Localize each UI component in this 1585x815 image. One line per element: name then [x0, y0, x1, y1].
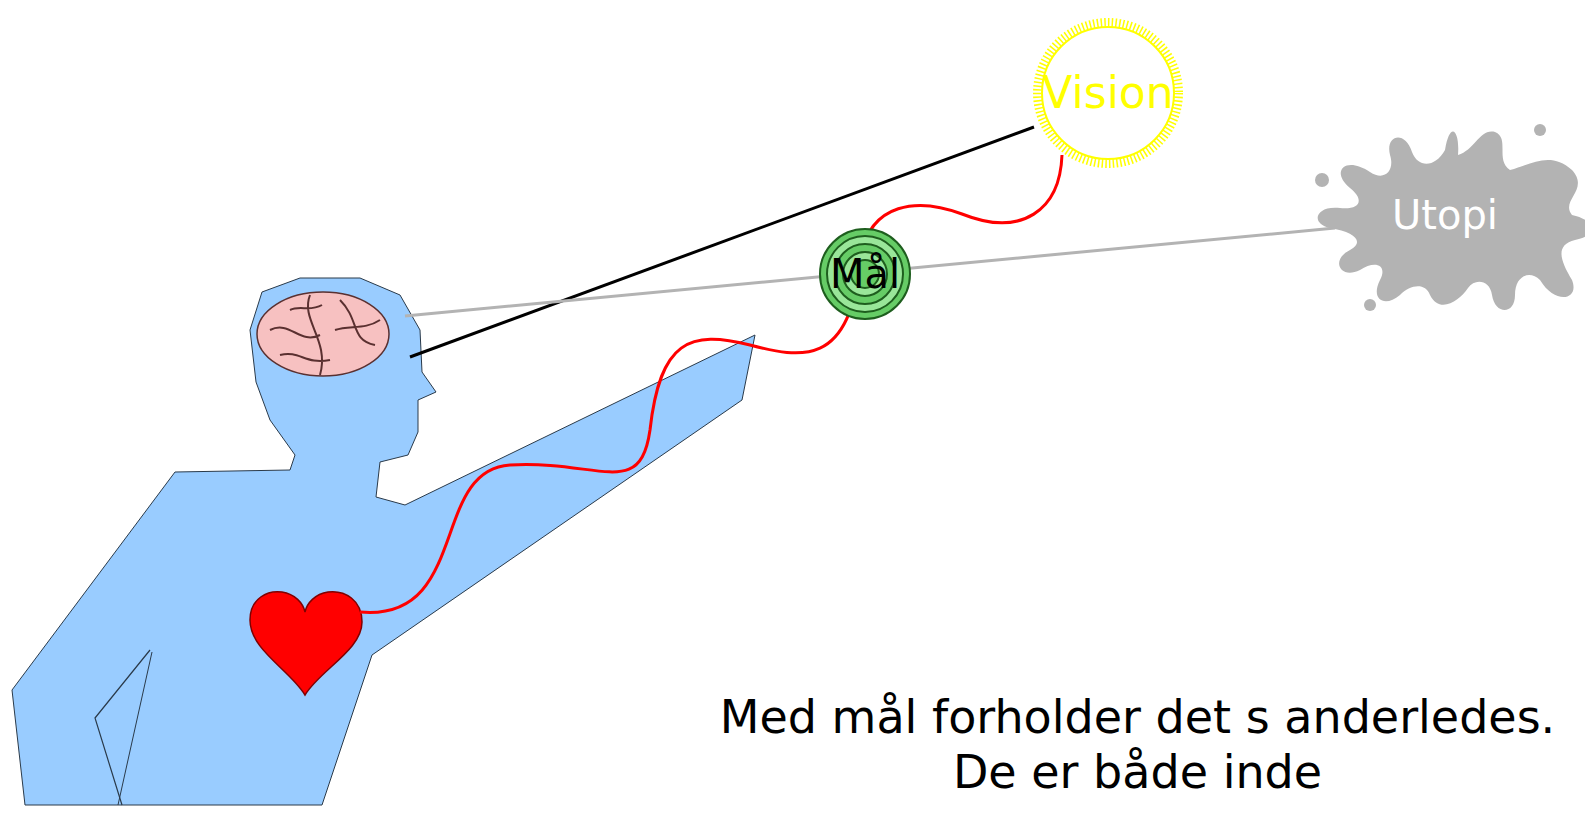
diagram-node: Utopi	[1310, 110, 1580, 320]
caption-text: Med mål forholder det s anderledes. De e…	[690, 690, 1585, 800]
node-label: Vision	[1042, 71, 1173, 115]
brain-utopia-line	[405, 228, 1335, 316]
node-label: Utopi	[1392, 195, 1498, 235]
splat-drop	[1364, 299, 1376, 311]
heart-vision-wave	[360, 155, 1062, 612]
brain-shape	[257, 292, 389, 376]
splat-shape	[1318, 131, 1585, 310]
brain-fold	[270, 295, 380, 375]
splat-drop	[1315, 173, 1329, 187]
heart-symbol	[250, 592, 362, 695]
diagram-node: Vision	[1030, 15, 1186, 171]
sun-disc	[1042, 27, 1174, 159]
splat-drop	[1534, 124, 1546, 136]
sun-rays	[1038, 23, 1178, 163]
brain	[257, 292, 389, 376]
person-silhouette	[12, 278, 755, 805]
brain-vision-line	[410, 127, 1034, 357]
node-label: Mål	[830, 254, 900, 294]
target-ring	[820, 229, 910, 319]
diagram-node: Mål	[818, 227, 912, 321]
body-outline	[118, 652, 152, 805]
target-ring	[827, 236, 903, 312]
arm-outline	[95, 650, 150, 805]
